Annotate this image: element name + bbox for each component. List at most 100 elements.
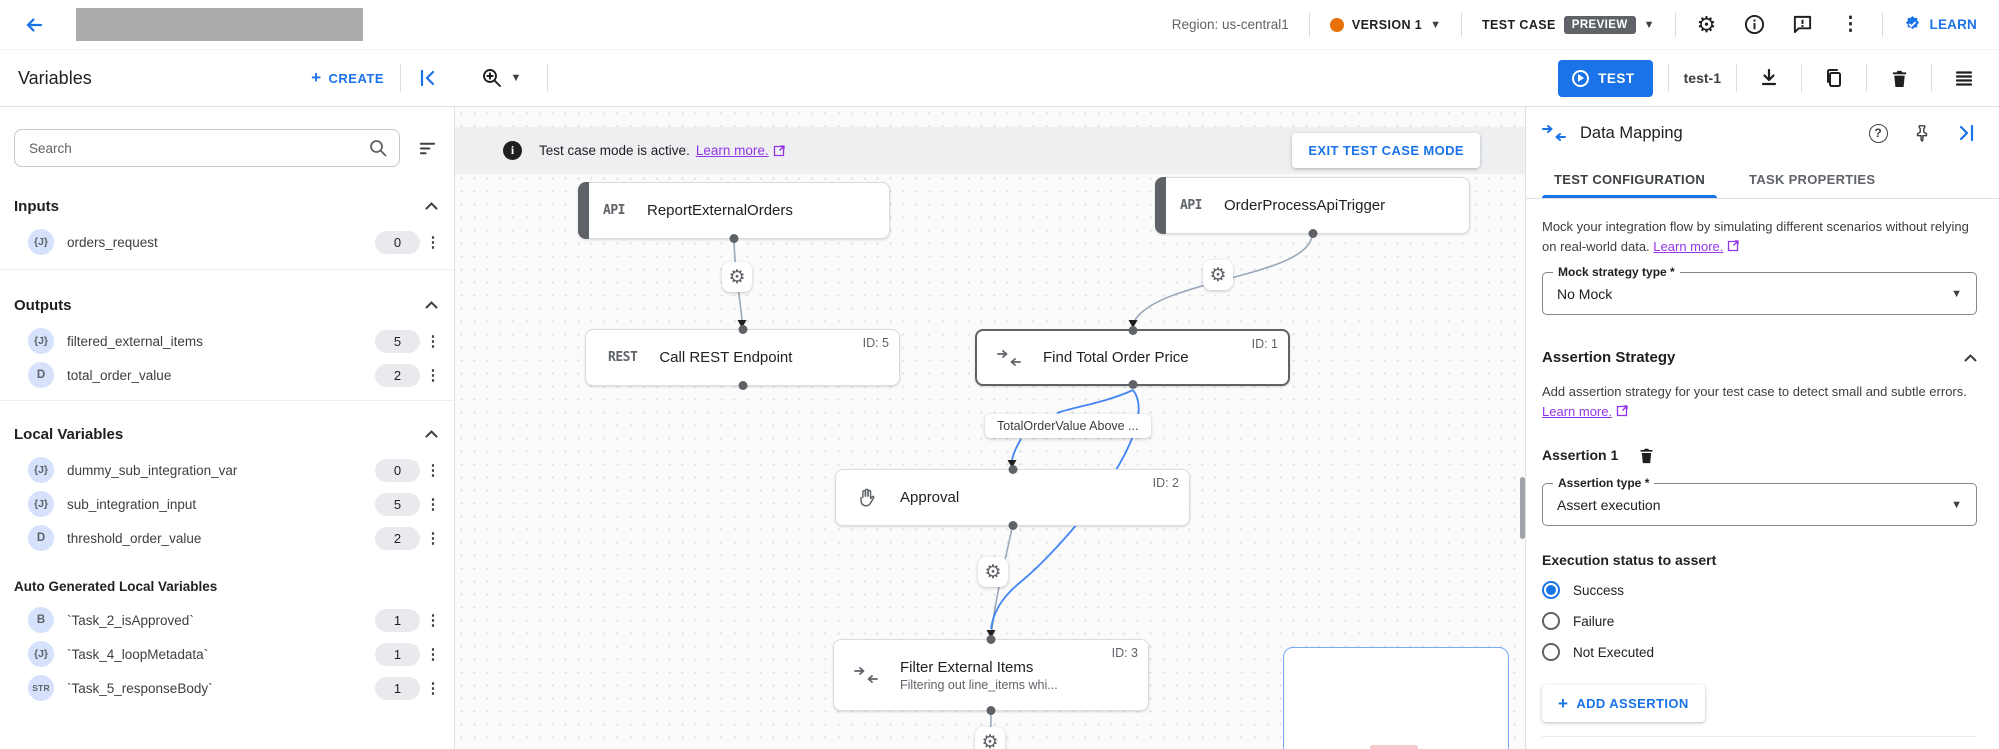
trigger-node-report-external-orders[interactable]: API ReportExternalOrders <box>578 182 890 239</box>
collapse-left-icon <box>418 68 438 88</box>
add-assertion-button[interactable]: + ADD ASSERTION <box>1542 685 1705 722</box>
variable-row-sub-integration-input[interactable]: {J} sub_integration_input 5 ⋮ <box>0 489 454 519</box>
variables-panel-title: Variables <box>18 67 92 88</box>
usage-count-badge: 0 <box>375 230 420 254</box>
variable-row-filtered-external-items[interactable]: {J} filtered_external_items 5 ⋮ <box>0 326 454 356</box>
sort-filter-button[interactable] <box>410 131 444 165</box>
pin-panel-button[interactable] <box>1905 116 1939 150</box>
variable-row-task2-isapproved[interactable]: B `Task_2_isApproved` 1 ⋮ <box>0 605 454 635</box>
collapse-panel-button[interactable] <box>1949 116 1983 150</box>
edge-config-gear-icon[interactable]: ⚙ <box>722 262 752 292</box>
edge-config-gear-icon[interactable]: ⚙ <box>975 727 1005 749</box>
task-node-filter-external-items[interactable]: Filter External Items Filtering out line… <box>833 639 1149 711</box>
row-kebab-icon[interactable]: ⋮ <box>425 496 441 513</box>
test-case-name: test-1 <box>1683 70 1721 86</box>
row-kebab-icon[interactable]: ⋮ <box>425 234 441 251</box>
delete-button[interactable] <box>1882 61 1916 95</box>
divider <box>1667 64 1669 92</box>
variable-row-total-order-value[interactable]: D total_order_value 2 ⋮ <box>0 360 454 390</box>
radio-option-success[interactable]: Success <box>1542 581 1977 599</box>
row-kebab-icon[interactable]: ⋮ <box>425 680 441 697</box>
divider <box>1461 12 1463 37</box>
assertion-type-select[interactable]: Assertion type * Assert execution ▼ <box>1542 476 1977 526</box>
kebab-icon: ⋮ <box>1841 14 1860 35</box>
log-viewer-button[interactable] <box>1947 61 1981 95</box>
edge-condition-label[interactable]: TotalOrderValue Above ... <box>985 414 1151 438</box>
copy-button[interactable] <box>1817 61 1851 95</box>
double-type-icon: D <box>28 362 54 388</box>
edge-config-gear-icon[interactable]: ⚙ <box>978 557 1008 587</box>
assertion-strategy-header[interactable]: Assertion Strategy <box>1542 349 1977 366</box>
usage-count-badge: 2 <box>375 363 420 387</box>
canvas-popup-card <box>1283 647 1509 749</box>
variables-toolbar: Variables + CREATE ▼ TEST te <box>0 50 1999 107</box>
zoom-in-icon <box>481 67 503 89</box>
variable-row-task5-responsebody[interactable]: STR `Task_5_responseBody` 1 ⋮ <box>0 673 454 703</box>
row-kebab-icon[interactable]: ⋮ <box>425 367 441 384</box>
row-kebab-icon[interactable]: ⋮ <box>425 530 441 547</box>
test-mode-banner: i Test case mode is active. Learn more. … <box>455 127 1525 174</box>
chevron-up-icon <box>425 202 438 210</box>
learn-button[interactable]: LEARN <box>1897 15 1984 34</box>
task-node-find-total-order-price[interactable]: Find Total Order Price ID: 1 <box>975 329 1290 386</box>
feedback-icon <box>1792 14 1813 35</box>
json-type-icon: {J} <box>28 641 54 667</box>
task-id-label: ID: 5 <box>862 336 889 350</box>
copy-icon <box>1824 68 1844 88</box>
mock-description: Mock your integration flow by simulating… <box>1542 217 1974 256</box>
back-button[interactable] <box>16 7 52 43</box>
exit-test-case-mode-button[interactable]: EXIT TEST CASE MODE <box>1292 133 1480 168</box>
integration-canvas[interactable]: i Test case mode is active. Learn more. … <box>455 107 1525 749</box>
task-id-label: ID: 2 <box>1152 476 1179 490</box>
tab-task-properties[interactable]: TASK PROPERTIES <box>1749 172 1876 187</box>
mock-strategy-select[interactable]: Mock strategy type * No Mock ▼ <box>1542 265 1977 315</box>
radio-option-not-executed[interactable]: Not Executed <box>1542 643 1977 661</box>
trigger-node-order-process-api-trigger[interactable]: API OrderProcessApiTrigger <box>1155 177 1470 234</box>
variable-row-dummy-sub-integration-var[interactable]: {J} dummy_sub_integration_var 0 ⋮ <box>0 455 454 485</box>
usage-count-badge: 5 <box>375 329 420 353</box>
variable-row-threshold-order-value[interactable]: D threshold_order_value 2 ⋮ <box>0 523 454 553</box>
section-header-local-variables[interactable]: Local Variables <box>0 423 454 445</box>
variable-row-task4-loopmetadata[interactable]: {J} `Task_4_loopMetadata` 1 ⋮ <box>0 639 454 669</box>
external-link-icon <box>1727 240 1740 252</box>
collapse-sidebar-button[interactable] <box>401 68 455 88</box>
zoom-control[interactable]: ▼ <box>455 67 547 89</box>
test-case-selector[interactable]: TEST CASE PREVIEW ▼ <box>1482 15 1655 34</box>
settings-button[interactable]: ⚙ <box>1690 8 1724 42</box>
task-id-label: ID: 3 <box>1111 646 1138 660</box>
edge-config-gear-icon[interactable]: ⚙ <box>1203 260 1233 290</box>
search-input[interactable] <box>14 129 400 167</box>
row-kebab-icon[interactable]: ⋮ <box>425 646 441 663</box>
task-node-call-rest-endpoint[interactable]: REST Call REST Endpoint ID: 5 <box>585 329 900 386</box>
divider <box>1308 12 1310 37</box>
back-arrow-icon <box>24 15 44 35</box>
assertion-learn-more-link[interactable]: Learn more. <box>1542 402 1628 422</box>
variable-row-orders-request[interactable]: {J} orders_request 0 ⋮ <box>0 227 454 257</box>
test-button[interactable]: TEST <box>1558 59 1653 97</box>
row-kebab-icon[interactable]: ⋮ <box>425 612 441 629</box>
version-selector[interactable]: VERSION 1 ▼ <box>1324 17 1447 32</box>
task-config-panel: Data Mapping ? <box>1525 107 1999 749</box>
create-variable-button[interactable]: + CREATE <box>311 68 384 87</box>
section-header-inputs[interactable]: Inputs <box>0 195 454 217</box>
section-header-outputs[interactable]: Outputs <box>0 294 454 316</box>
popup-highlight <box>1370 745 1418 749</box>
row-kebab-icon[interactable]: ⋮ <box>425 333 441 350</box>
info-button[interactable] <box>1738 8 1772 42</box>
usage-count-badge: 0 <box>375 458 420 482</box>
divider <box>1931 64 1932 92</box>
delete-assertion-button[interactable] <box>1634 443 1658 467</box>
task-node-approval[interactable]: Approval ID: 2 <box>835 469 1190 526</box>
radio-option-failure[interactable]: Failure <box>1542 612 1977 630</box>
row-kebab-icon[interactable]: ⋮ <box>425 462 441 479</box>
canvas-scrollbar[interactable] <box>1520 477 1525 539</box>
preview-badge: PREVIEW <box>1563 15 1636 34</box>
tab-test-configuration[interactable]: TEST CONFIGURATION <box>1542 159 1718 198</box>
mock-learn-more-link[interactable]: Learn more. <box>1653 237 1740 257</box>
more-options-button[interactable]: ⋮ <box>1834 8 1868 42</box>
banner-learn-more-link[interactable]: Learn more. <box>696 143 785 158</box>
divider <box>547 64 548 92</box>
download-button[interactable] <box>1752 61 1786 95</box>
feedback-button[interactable] <box>1786 8 1820 42</box>
help-button[interactable]: ? <box>1861 116 1895 150</box>
